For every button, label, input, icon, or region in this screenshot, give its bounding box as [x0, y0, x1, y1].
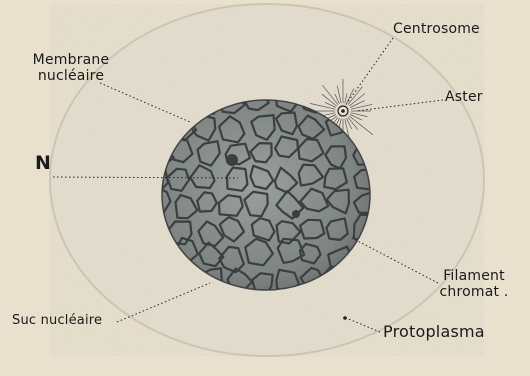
label-centrosome: Centrosome — [393, 21, 480, 37]
label-protoplasma: Protoplasma — [383, 322, 485, 341]
label-suc-nucleaire: Suc nucléaire — [12, 313, 102, 328]
label-filament-chromat: Filament chromat . — [438, 268, 510, 300]
chromatin-knot — [292, 210, 300, 218]
label-membrane-line1: Membrane — [12, 52, 130, 68]
label-aster: Aster — [445, 89, 483, 105]
label-membrane-line2: nucléaire — [12, 68, 130, 84]
label-nucleus: N — [35, 152, 51, 174]
protoplasm-mark — [343, 316, 347, 320]
chromatin-knot — [226, 154, 238, 166]
label-filament-line2: chromat . — [438, 284, 510, 300]
label-filament-line1: Filament — [438, 268, 510, 284]
centrosome-core — [341, 109, 345, 113]
label-membrane-nucleaire: Membrane nucléaire — [12, 52, 130, 84]
